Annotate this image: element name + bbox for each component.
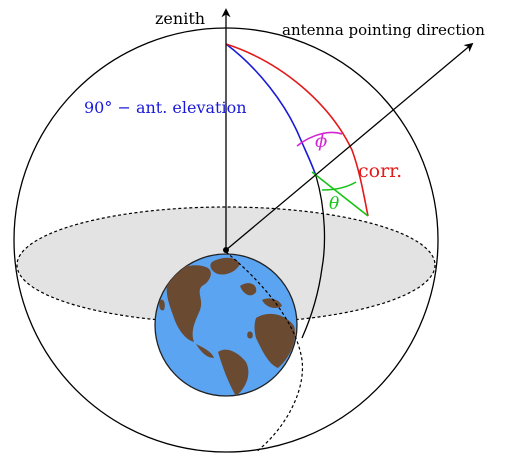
corr-arc <box>225 43 369 217</box>
antenna-meridian <box>301 175 326 339</box>
zenith-label: zenith <box>155 9 205 28</box>
elevation-complement-label: 90° − ant. elevation <box>84 98 247 117</box>
earth-globe-icon <box>154 253 298 397</box>
antenna-direction-label: antenna pointing direction <box>282 21 485 39</box>
elevation-complement-arc <box>225 43 317 177</box>
corr-label: corr. <box>358 160 402 182</box>
dashed-meridian-lower <box>225 251 304 453</box>
theta-label: θ <box>329 194 339 214</box>
phi-angle-arc <box>296 131 343 147</box>
theta-line <box>311 171 369 217</box>
antenna-pointing-vector <box>225 42 474 251</box>
origin-point <box>223 247 229 253</box>
theta-angle-arc <box>321 181 357 191</box>
phi-label: ϕ <box>315 131 327 152</box>
